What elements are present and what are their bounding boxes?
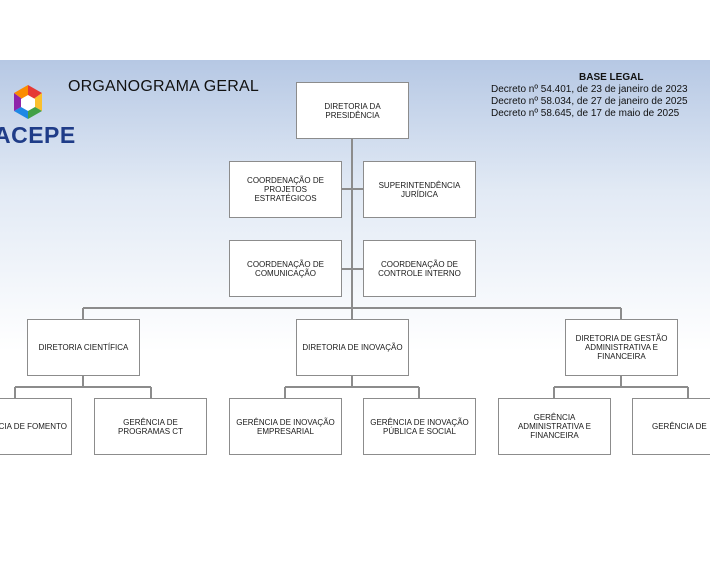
org-node-ger-admin[interactable]: GERÊNCIA ADMINISTRATIVA E FINANCEIRA [498,398,611,455]
org-node-presidencia[interactable]: DIRETORIA DA PRESIDÊNCIA [296,82,409,139]
org-node-ger-de[interactable]: GERÊNCIA DE [632,398,710,455]
legal-basis: BASE LEGAL Decreto nº 54.401, de 23 de j… [488,72,710,120]
fapeiti-hexagon-logo-icon [14,85,42,119]
org-node-dir-cientifica[interactable]: DIRETORIA CIENTÍFICA [27,319,140,376]
legal-basis-title: BASE LEGAL [579,72,644,83]
org-node-ger-inov-publica[interactable]: GERÊNCIA DE INOVAÇÃO PÚBLICA E SOCIAL [363,398,476,455]
page-title: ORGANOGRAMA GERAL [68,78,259,95]
org-node-ger-fomento[interactable]: GERÊNCIA DE FOMENTO [0,398,72,455]
org-node-coord-projetos[interactable]: COORDENAÇÃO DE PROJETOS ESTRATÉGICOS [229,161,342,218]
org-node-superintendencia-juridica[interactable]: SUPERINTENDÊNCIA JURÍDICA [363,161,476,218]
connector-lines [14,138,689,399]
org-node-coord-comunicacao[interactable]: COORDENAÇÃO DE COMUNICAÇÃO [229,240,342,297]
org-node-ger-inov-empresarial[interactable]: GERÊNCIA DE INOVAÇÃO EMPRESARIAL [229,398,342,455]
legal-line: Decreto nº 58.034, de 27 de janeiro de 2… [491,96,688,107]
org-node-dir-inovacao[interactable]: DIRETORIA DE INOVAÇÃO [296,319,409,376]
legal-line: Decreto nº 58.645, de 17 de maio de 2025 [491,108,680,119]
organogram-slide: ACEPE ORGANOGRAMA GERAL BASE LEGAL Decre… [0,60,710,530]
logo-wordmark: ACEPE [0,122,76,148]
org-node-ger-programas[interactable]: GERÊNCIA DE PROGRAMAS CT [94,398,207,455]
org-node-dir-gestao[interactable]: DIRETORIA DE GESTÃO ADMINISTRATIVA E FIN… [565,319,678,376]
legal-line: Decreto nº 54.401, de 23 de janeiro de 2… [491,84,688,95]
org-node-coord-controle[interactable]: COORDENAÇÃO DE CONTROLE INTERNO [363,240,476,297]
